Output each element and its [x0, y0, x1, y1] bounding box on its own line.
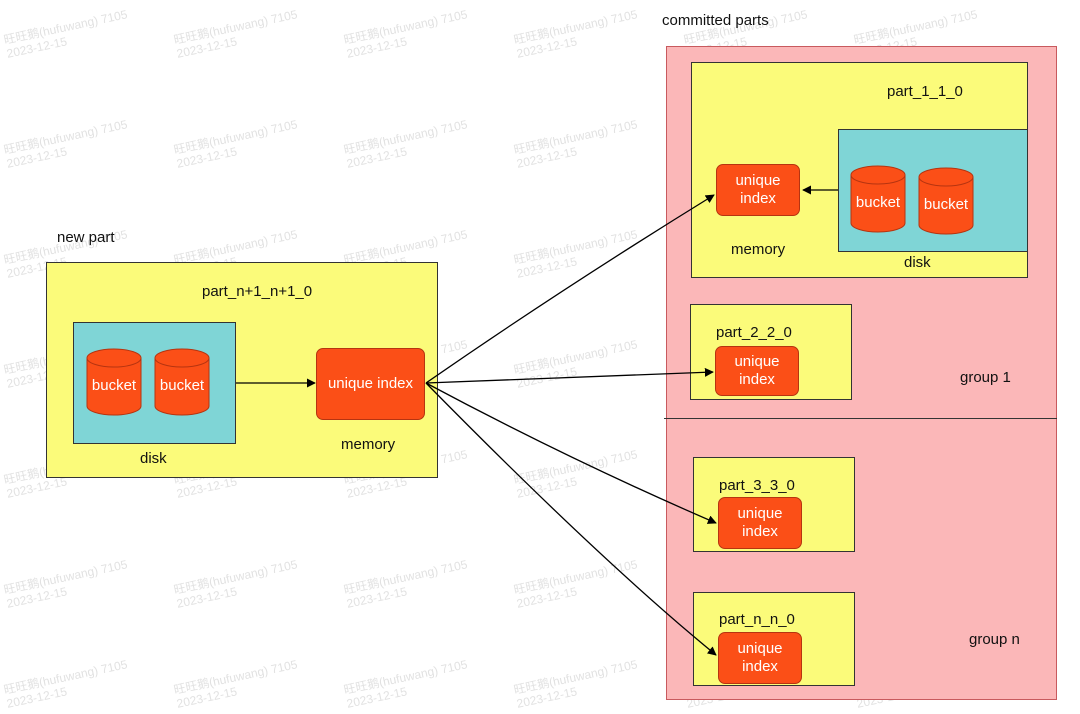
new-part-bucket-1: bucket [86, 348, 142, 416]
part-2-unique-index: unique index [715, 346, 799, 396]
bucket-label: bucket [923, 195, 969, 213]
part-1-title: part_1_1_0 [887, 83, 963, 100]
bucket-label: bucket [159, 376, 205, 394]
new-part-label: new part [57, 229, 115, 246]
new-part-unique-index: unique index [316, 348, 425, 420]
part-n-title: part_n_n_0 [719, 611, 795, 628]
part-1-bucket-1: bucket [850, 165, 906, 233]
bucket-label: bucket [855, 193, 901, 211]
arrow-to-part-n [425, 382, 717, 656]
group-1-label: group 1 [960, 369, 1011, 386]
bucket-cylinder-icon [86, 348, 142, 416]
new-part-disk-label: disk [140, 450, 167, 467]
arrow-to-part-1 [425, 194, 715, 384]
arrow-to-part-3 [425, 382, 717, 524]
new-part-bucket-2: bucket [154, 348, 210, 416]
part-1-bucket-2: bucket [918, 167, 974, 235]
bucket-cylinder-icon [918, 167, 974, 235]
new-part-title: part_n+1_n+1_0 [202, 283, 313, 300]
bucket-cylinder-icon [154, 348, 210, 416]
group-divider [664, 418, 1057, 419]
part-1-memory-label: memory [731, 241, 786, 258]
part-1-unique-index: unique index [716, 164, 800, 216]
bucket-cylinder-icon [850, 165, 906, 233]
part-2-title: part_2_2_0 [716, 324, 792, 341]
part-3-title: part_3_3_0 [719, 477, 795, 494]
new-part-memory-label: memory [341, 436, 396, 453]
part-3-unique-index: unique index [718, 497, 802, 549]
part-n-unique-index: unique index [718, 632, 802, 684]
committed-parts-label: committed parts [662, 12, 769, 29]
group-n-label: group n [969, 631, 1020, 648]
bucket-label: bucket [91, 376, 137, 394]
arrow-to-part-2 [425, 367, 714, 384]
part-1-disk-label: disk [904, 254, 931, 271]
